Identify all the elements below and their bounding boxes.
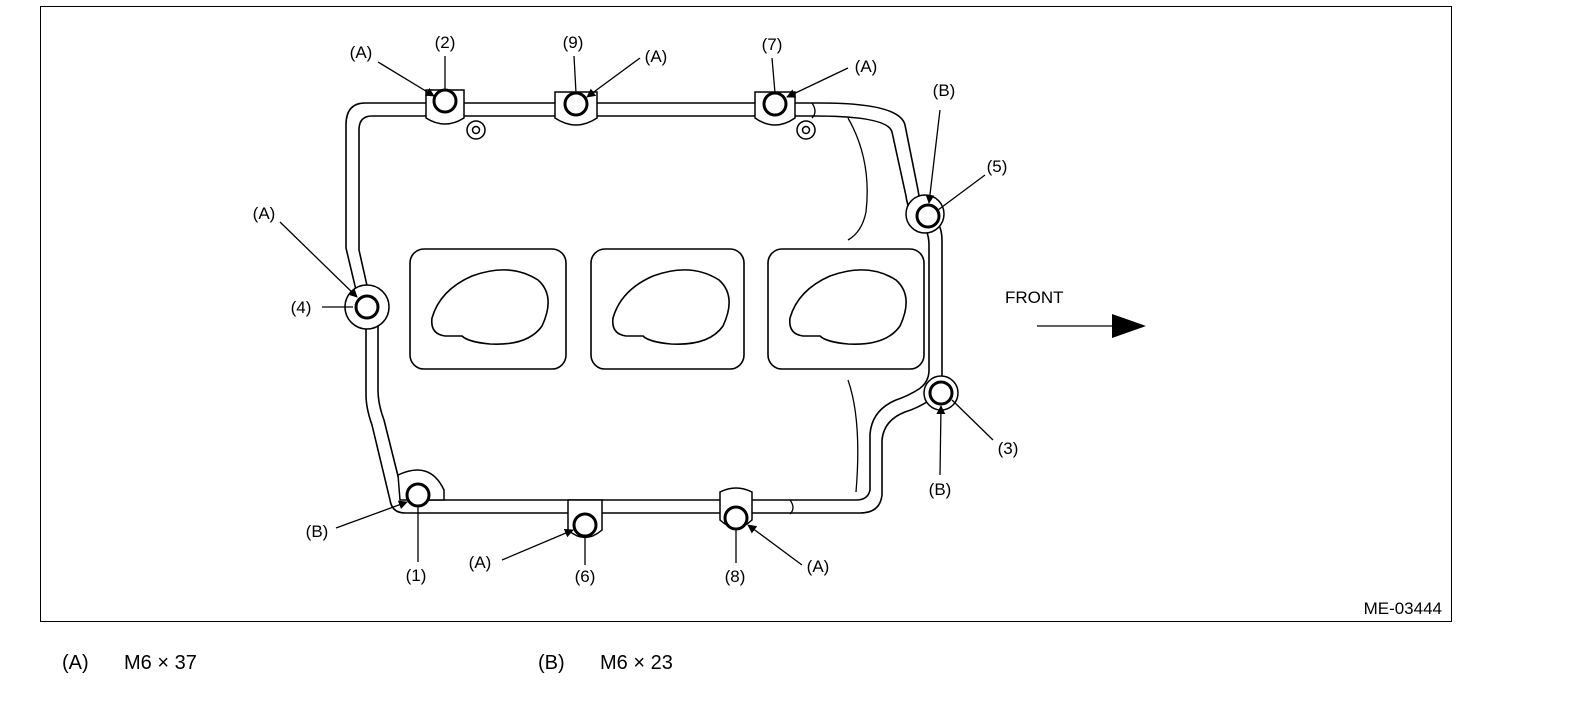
bolt-4-number: (4) bbox=[291, 298, 312, 317]
legend-key-b: (B) bbox=[538, 652, 565, 674]
legend-item-b: (B) M6 × 23 bbox=[538, 652, 673, 675]
front-arrow bbox=[1037, 314, 1146, 338]
bolt-3-type: (B) bbox=[929, 480, 952, 499]
diagram-frame bbox=[40, 6, 1452, 622]
gasket-contour bbox=[789, 102, 868, 515]
bolt-6-type: (A) bbox=[469, 553, 492, 572]
legend-key-a: (A) bbox=[62, 652, 89, 674]
dowel-holes bbox=[466, 120, 816, 140]
figure-id: ME-03444 bbox=[1364, 599, 1442, 618]
bolt-1 bbox=[405, 482, 431, 508]
bolt-6 bbox=[572, 512, 598, 538]
bolt-9-type: (A) bbox=[645, 47, 668, 66]
bolt-5 bbox=[915, 203, 941, 229]
bolt-2-number: (2) bbox=[435, 33, 456, 52]
bolt-2 bbox=[432, 88, 458, 114]
bolt-7-type: (A) bbox=[855, 57, 878, 76]
bolt-1-number: (1) bbox=[406, 566, 427, 585]
front-label: FRONT bbox=[1005, 288, 1064, 307]
bolt-bosses bbox=[344, 89, 959, 539]
bolt-6-number: (6) bbox=[575, 567, 596, 586]
legend-spec-a: M6 × 37 bbox=[124, 652, 197, 674]
bolt-8 bbox=[723, 505, 749, 531]
bolt-3-number: (3) bbox=[998, 439, 1019, 458]
bolt-7-number: (7) bbox=[762, 35, 783, 54]
bolts bbox=[354, 88, 954, 538]
bolt-4-type: (A) bbox=[253, 204, 276, 223]
type-arrows bbox=[279, 57, 946, 566]
bolt-4 bbox=[354, 294, 380, 320]
bolt-1-type: (B) bbox=[306, 522, 329, 541]
bolt-9 bbox=[563, 91, 589, 117]
bolt-8-number: (8) bbox=[725, 567, 746, 586]
intake-ports bbox=[409, 248, 925, 370]
bolt-9-number: (9) bbox=[563, 33, 584, 52]
bolt-7 bbox=[762, 91, 788, 117]
bolt-5-type: (B) bbox=[933, 81, 956, 100]
bolt-5-number: (5) bbox=[987, 157, 1008, 176]
bolt-2-type: (A) bbox=[350, 43, 373, 62]
bolt-8-type: (A) bbox=[807, 557, 830, 576]
legend-item-a: (A) M6 × 37 bbox=[62, 652, 197, 675]
legend-spec-b: M6 × 23 bbox=[600, 652, 673, 674]
bolt-3 bbox=[928, 380, 954, 406]
number-leaders bbox=[322, 55, 994, 565]
